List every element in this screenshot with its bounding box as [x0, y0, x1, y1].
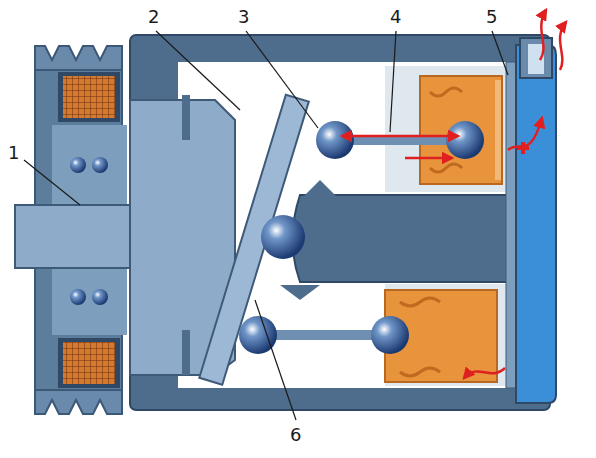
- central-ball: [261, 215, 305, 259]
- cylinder-bore: [385, 66, 507, 192]
- callout-number: 1: [6, 142, 21, 164]
- housing: [130, 35, 550, 410]
- flow-arrow: [342, 10, 566, 378]
- cylinder-block: [293, 195, 511, 282]
- callout-number: 4: [388, 6, 403, 28]
- valve-plate: [506, 62, 516, 388]
- connecting-rod: [239, 316, 409, 354]
- piston: [420, 76, 502, 184]
- plus-sign: [517, 142, 529, 154]
- swash-plate: [199, 95, 308, 385]
- callout-number: 3: [236, 6, 251, 28]
- callout-number: 5: [484, 6, 499, 28]
- callout-number: 2: [146, 6, 161, 28]
- connecting-rod: [316, 121, 484, 159]
- refrigerant: [516, 45, 556, 403]
- callout-number: 6: [288, 424, 303, 446]
- leader-line: [24, 31, 508, 420]
